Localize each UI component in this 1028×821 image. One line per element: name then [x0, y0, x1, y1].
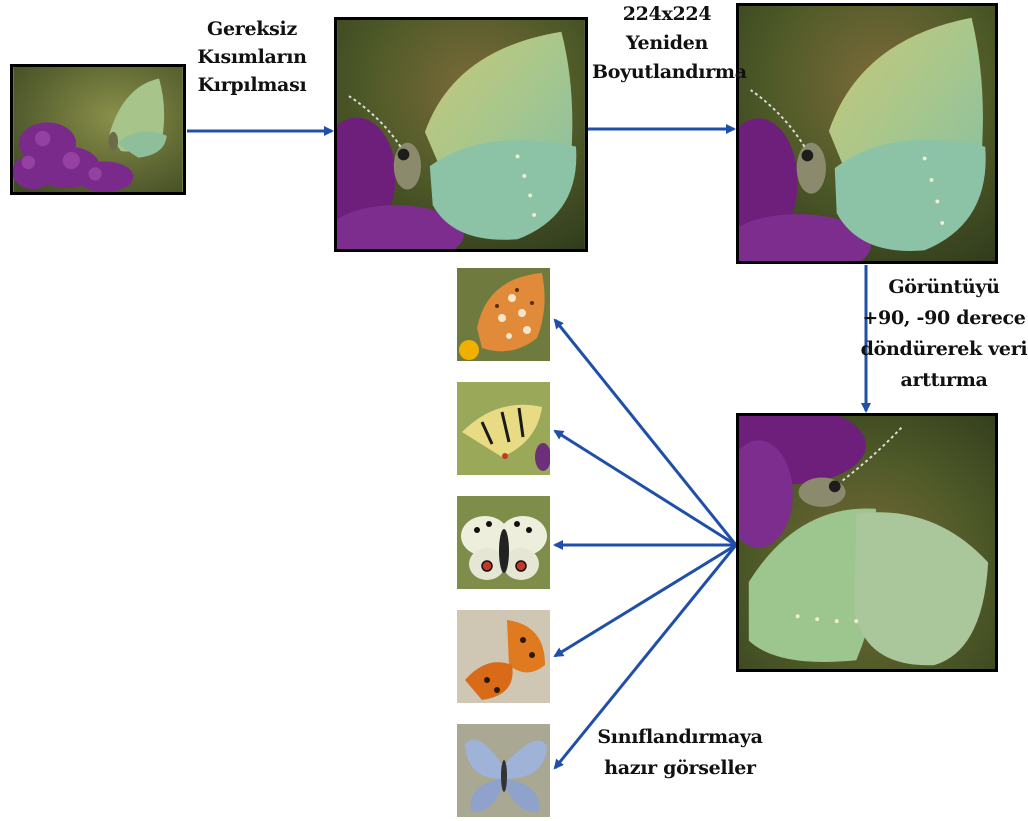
crop-step-label: Gereksiz Kısımların Kırpılması: [188, 15, 316, 99]
ready-images-label: Sınıflandırmaya hazır görseller: [596, 722, 764, 784]
augment-step-label-line: döndürerek veri: [860, 334, 1028, 365]
cropped-image: [334, 17, 588, 252]
rotated-image: [736, 413, 998, 672]
sample-image-3: [457, 496, 550, 589]
augment-step-label-line: +90, -90 derece: [860, 303, 1028, 334]
resize-step-label-line: Boyutlandırma: [592, 58, 742, 87]
swallowtail-butterfly-photo: [457, 382, 550, 475]
crop-step-label-line: Kırpılması: [188, 71, 316, 99]
crop-step-label-line: Kısımların: [188, 43, 316, 71]
augment-step-label-line: arttırma: [860, 365, 1028, 396]
arrow-sample-4: [555, 545, 736, 656]
green-hairstreak-cropped-photo: [337, 20, 585, 249]
green-hairstreak-rotated-photo: [739, 416, 995, 669]
fritillary-butterfly-photo: [457, 268, 550, 361]
arrow-sample-1: [555, 320, 736, 545]
resize-step-label-line: 224x224: [592, 0, 742, 29]
apollo-butterfly-photo: [457, 496, 550, 589]
sample-image-4: [457, 610, 550, 703]
augment-step-label-line: Görüntüyü: [860, 272, 1028, 303]
resize-step-label-line: Yeniden: [592, 29, 742, 58]
blue-butterfly-photo: [457, 724, 550, 817]
sample-image-5: [457, 724, 550, 817]
comma-butterfly-photo: [457, 610, 550, 703]
sample-image-1: [457, 268, 550, 361]
ready-images-label-line: hazır görseller: [596, 753, 764, 784]
resized-image: [736, 3, 998, 264]
sample-image-2: [457, 382, 550, 475]
ready-images-label-line: Sınıflandırmaya: [596, 722, 764, 753]
augment-step-label: Görüntüyü +90, -90 derece döndürerek ver…: [860, 272, 1028, 396]
crop-step-label-line: Gereksiz: [188, 15, 316, 43]
green-hairstreak-resized-photo: [739, 6, 995, 261]
green-hairstreak-on-orchid-photo: [13, 67, 183, 192]
resize-step-label: 224x224 Yeniden Boyutlandırma: [592, 0, 742, 87]
arrow-sample-2: [555, 431, 736, 545]
original-image: [10, 64, 186, 195]
